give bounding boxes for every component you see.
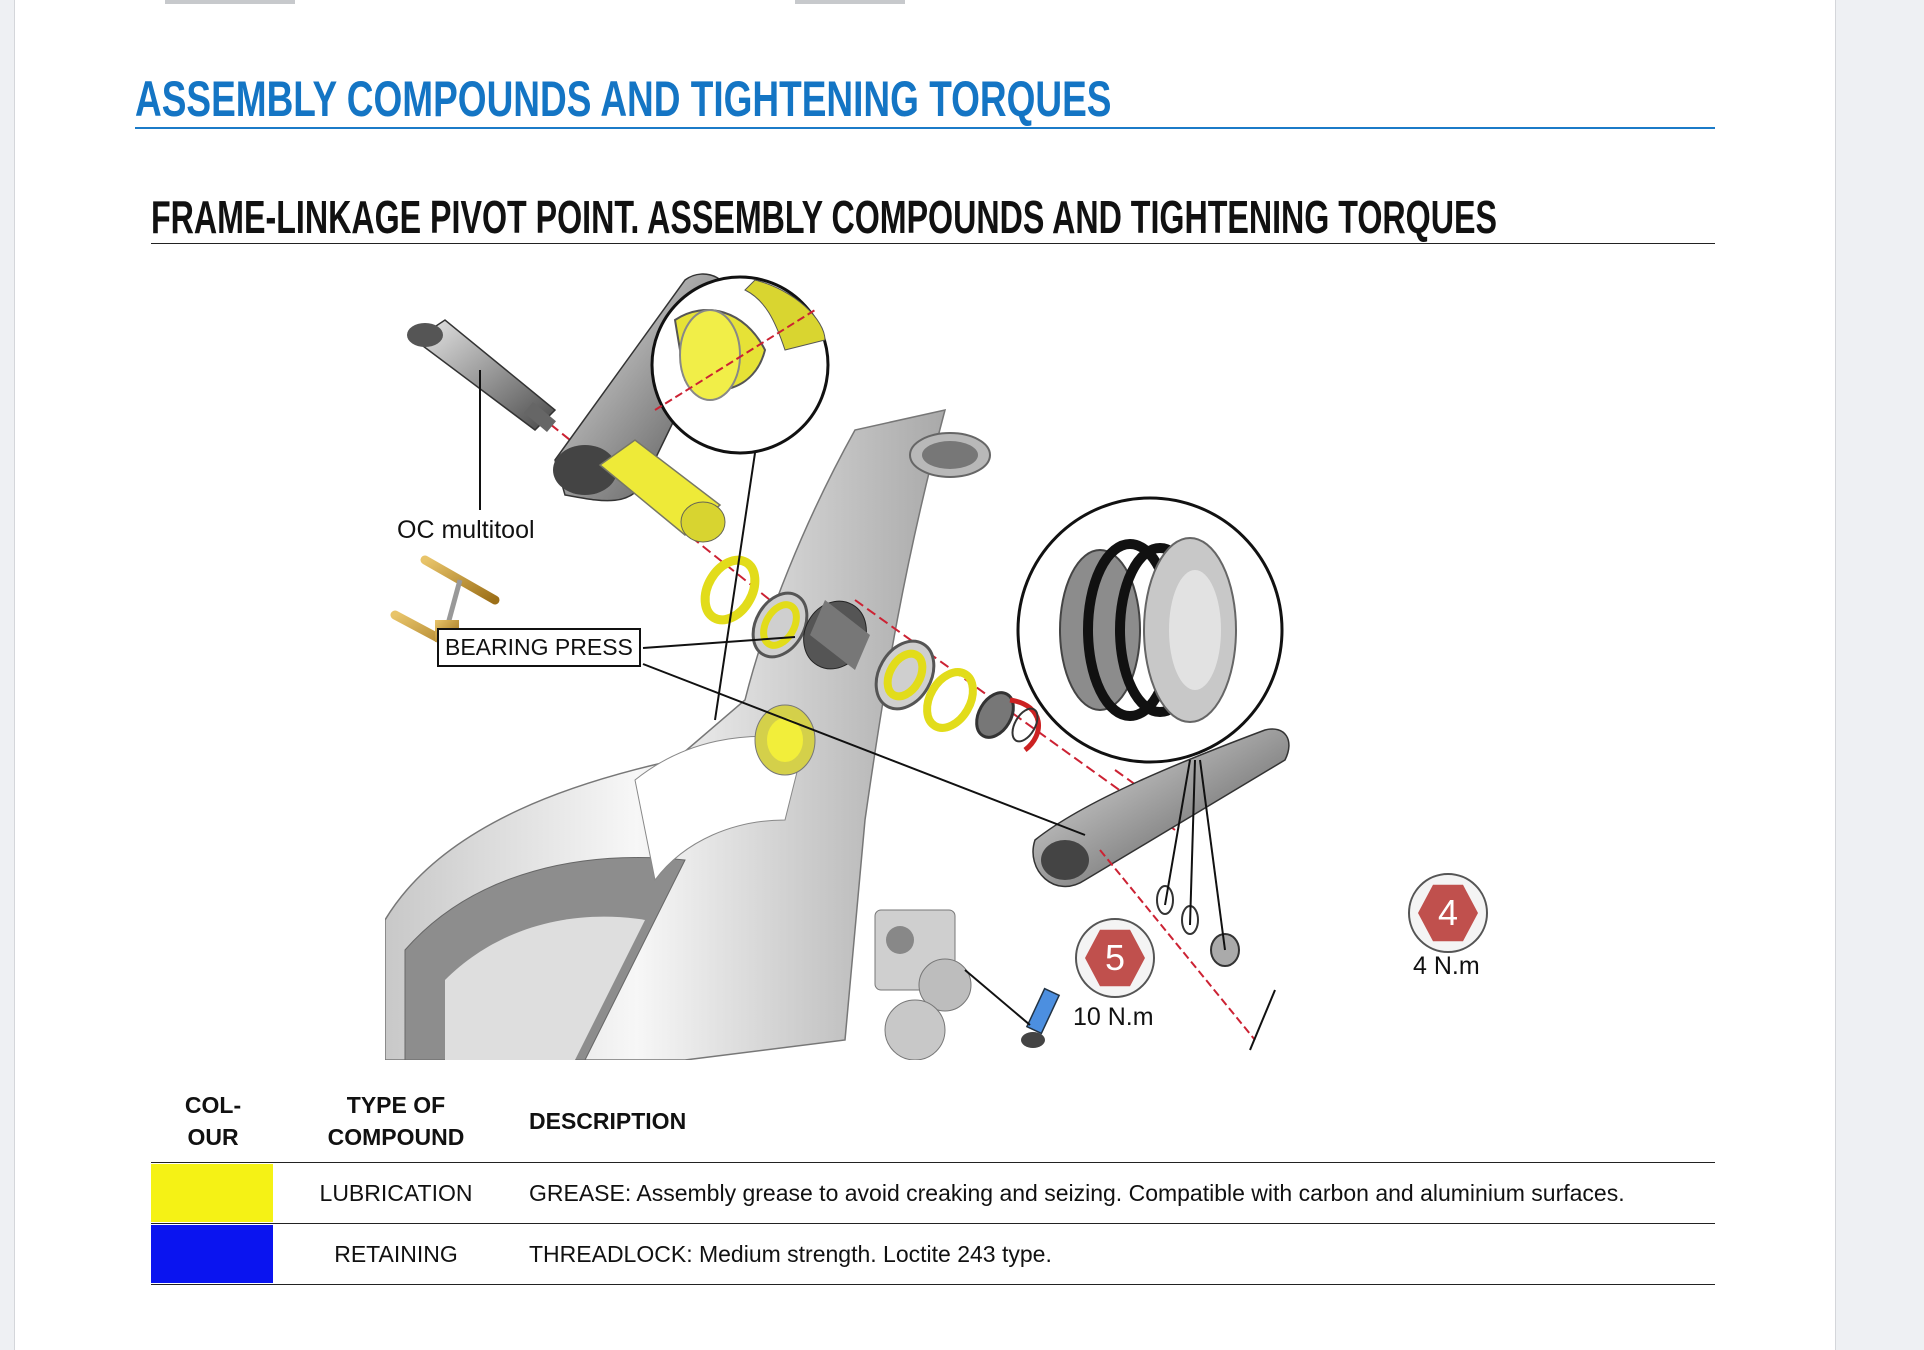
oc-multitool-illustration [407,319,557,433]
bolt-5-illustration [1021,987,1061,1048]
upper-bearings-illustration [700,555,809,659]
bolt-4-badge: 4 [1408,873,1488,953]
lower-linkage-illustration [1032,728,1290,1041]
compound-type: LUBRICATION [275,1162,517,1224]
page-heading: ASSEMBLY COMPOUNDS AND TIGHTENING TORQUE… [135,71,1112,127]
colour-swatch-threadlock [151,1223,275,1285]
bearing-press-leaders [642,636,1086,836]
compound-description: GREASE: Assembly grease to avoid creakin… [517,1162,1715,1224]
frame-illustration [385,408,991,1060]
colour-swatch-grease [151,1162,275,1224]
bolt-5-badge: 5 [1075,918,1155,998]
bearing-press-label: BEARING PRESS [437,628,641,667]
document-page: ASSEMBLY COMPOUNDS AND TIGHTENING TORQUE… [14,0,1836,1350]
table-row: LUBRICATION GREASE: Assembly grease to a… [151,1162,1715,1224]
lower-pivot-components-illustration [803,600,1041,752]
header-colour: COL-OUR [184,1092,242,1150]
bolt-4-number: 4 [1437,892,1459,933]
compound-description: THREADLOCK: Medium strength. Loctite 243… [517,1223,1715,1285]
compound-type: RETAINING [275,1223,517,1285]
page-top-artifacts [165,0,925,5]
grease-detail-zoom [650,275,830,455]
heading-rule [135,127,1715,129]
bolt-5-number: 5 [1104,937,1126,978]
seal-detail-zoom [1016,496,1284,764]
section-heading: FRAME-LINKAGE PIVOT POINT. ASSEMBLY COMP… [151,191,1497,243]
table-row: RETAINING THREADLOCK: Medium strength. L… [151,1223,1715,1285]
pivot-exploded-diagram [385,273,1290,1060]
bolt-5-torque: 10 N.m [1073,1003,1154,1031]
section-heading-rule [151,243,1715,244]
oc-multitool-label: OC multitool [397,516,535,544]
bolt-4-torque: 4 N.m [1413,952,1480,980]
header-description: DESCRIPTION [529,1108,687,1134]
